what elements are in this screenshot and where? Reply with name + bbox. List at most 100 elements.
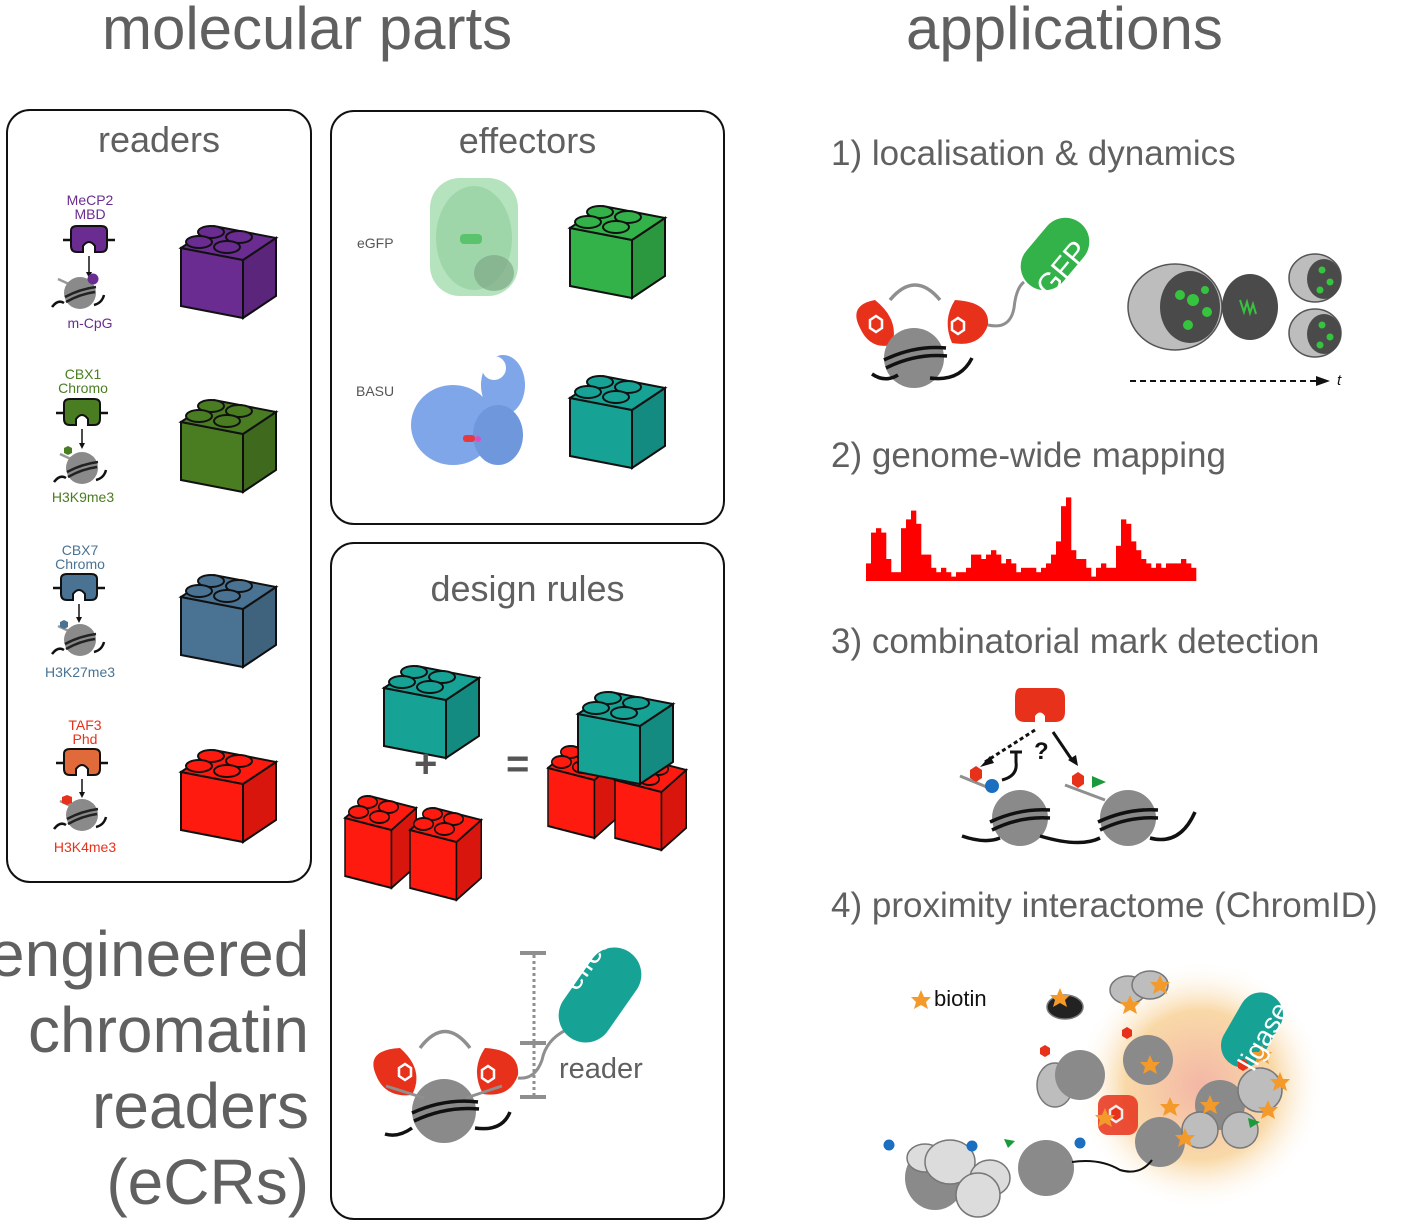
signal-bar (876, 528, 882, 581)
reader-1-domain-type: MBD (74, 206, 106, 222)
app-3-index: 3) (831, 622, 863, 661)
signal-bar (996, 554, 1002, 581)
effector-basu-label: BASU (356, 383, 395, 399)
signal-bar (1016, 572, 1022, 581)
signal-bar (891, 572, 897, 581)
app1-cells (1127, 253, 1342, 386)
signal-bar (866, 563, 872, 581)
app-2-heading: 2) genome-wide mapping (831, 436, 1226, 476)
reader-3-domain-type: Chromo (55, 556, 105, 572)
signal-bar (1141, 559, 1147, 581)
signal-bar (1171, 563, 1177, 581)
design-rules-title: design rules (430, 568, 625, 609)
reader-3-domain-name: CBX7 (61, 542, 99, 558)
signal-bar (1076, 559, 1082, 581)
signal-bar (951, 576, 957, 581)
signal-bar (896, 572, 902, 581)
app-3-heading: 3) combinatorial mark detection (831, 622, 1319, 662)
app-1-title: localisation & dynamics (871, 134, 1236, 173)
signal-bar (1151, 567, 1157, 581)
signal-bar (941, 567, 947, 581)
signal-bar (1011, 563, 1017, 581)
signal-bar (956, 572, 962, 581)
signal-bar (1161, 567, 1167, 581)
app-1-index: 1) (831, 134, 863, 173)
equals-sign: = (506, 742, 530, 786)
signal-bar (1091, 576, 1097, 581)
signal-bar (911, 510, 917, 581)
signal-bar (1051, 554, 1057, 581)
signal-bar (1061, 506, 1067, 581)
ligase-tag-label: ligase (1232, 996, 1296, 1076)
signal-bar (986, 554, 992, 581)
signal-bar (1126, 523, 1132, 581)
signal-bar (1116, 545, 1122, 581)
app-1-heading: 1) localisation & dynamics (831, 134, 1236, 174)
signal-bar (1146, 563, 1152, 581)
signal-bar (1166, 563, 1172, 581)
signal-bar (926, 554, 932, 581)
app-2-index: 2) (831, 436, 863, 475)
reader-4-mark: H3K4me3 (53, 839, 117, 855)
signal-bar (971, 554, 977, 581)
signal-bar (1086, 567, 1092, 581)
app-2-title: genome-wide mapping (871, 436, 1226, 475)
app2-signal-track (866, 497, 1197, 581)
signal-bar (1121, 519, 1127, 581)
signal-bar (901, 528, 907, 581)
signal-bar (991, 550, 997, 581)
signal-bar (916, 523, 922, 581)
signal-bar (1176, 563, 1182, 581)
tagline-line-3: readers (92, 1070, 309, 1142)
reader-1-domain-name: MeCP2 (66, 192, 114, 208)
signal-bar (946, 572, 952, 581)
signal-bar (1006, 559, 1012, 581)
app-4-heading: 4) proximity interactome (ChromID) (831, 886, 1378, 926)
design-rules-panel: design rules (330, 542, 725, 1220)
plus-sign: + (414, 742, 438, 786)
reader-3-mark: H3K27me3 (44, 664, 116, 680)
app-4-index: 4) (831, 886, 863, 925)
signal-bar (1036, 572, 1042, 581)
signal-bar (961, 572, 967, 581)
signal-bar (1046, 563, 1052, 581)
time-arrowhead (1316, 376, 1330, 386)
effectors-title: effectors (458, 120, 597, 161)
signal-bar (1186, 563, 1192, 581)
signal-bar (1096, 567, 1102, 581)
question-mark: ? (1034, 738, 1049, 765)
signal-bar (1026, 567, 1032, 581)
signal-bar (1131, 541, 1137, 581)
tagline: engineered chromatin readers (eCRs) (0, 916, 309, 1220)
signal-bar (1081, 559, 1087, 581)
reader-length-label: reader (559, 1053, 643, 1085)
tagline-line-4: (eCRs) (106, 1146, 309, 1218)
tagline-line-2: chromatin (28, 994, 309, 1066)
reader-2-domain-name: CBX1 (64, 366, 102, 382)
reader-4-domain-type: Phd (72, 731, 98, 747)
signal-bar (906, 519, 912, 581)
signal-bar (881, 532, 887, 581)
signal-bar (976, 554, 982, 581)
reader-2-domain-type: Chromo (58, 380, 108, 396)
reader-1-mark: m-CpG (67, 315, 113, 331)
signal-bar (1101, 563, 1107, 581)
gfp-tag-label: GFP (1030, 234, 1095, 304)
signal-bar (1106, 567, 1112, 581)
signal-bar (1191, 567, 1197, 581)
readers-title: readers (97, 119, 221, 160)
heading-molecular-parts: molecular parts (102, 0, 513, 62)
biotin-legend-icon (911, 990, 931, 1009)
signal-bar (966, 567, 972, 581)
reader-2-mark: H3K9me3 (51, 489, 115, 505)
signal-bar (1041, 567, 1047, 581)
signal-bar (1066, 497, 1072, 581)
signal-bar (931, 567, 937, 581)
signal-bar (1111, 567, 1117, 581)
signal-bar (1021, 567, 1027, 581)
signal-bar (1156, 563, 1162, 581)
effectors-panel: effectors (330, 110, 725, 525)
time-axis-label: t (1337, 372, 1342, 389)
reader-4-domain-name: TAF3 (68, 717, 102, 733)
signal-bar (1136, 550, 1142, 581)
